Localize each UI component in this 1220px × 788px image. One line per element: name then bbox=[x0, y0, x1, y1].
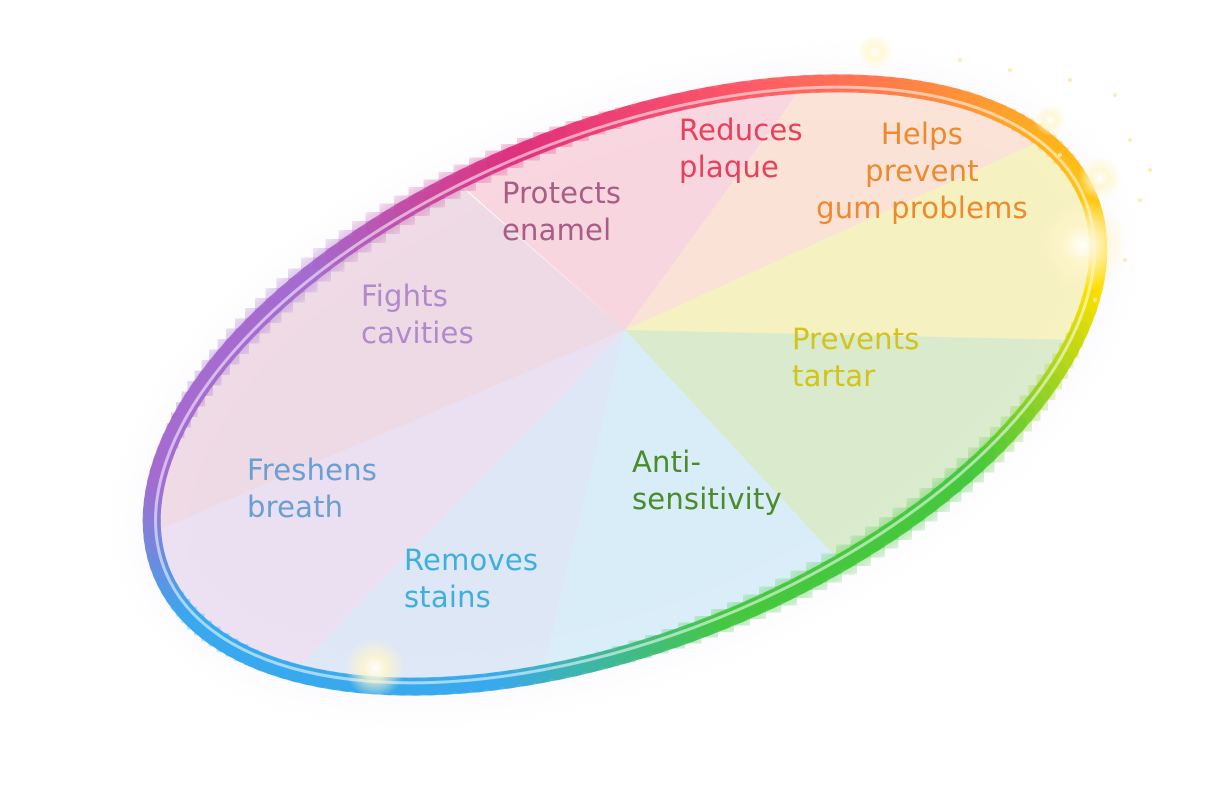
label-line: plaque bbox=[679, 150, 780, 184]
sparkle-dot bbox=[1068, 78, 1072, 82]
sparkle-dot bbox=[1058, 153, 1062, 157]
label-fights-cavities: Fights cavities bbox=[361, 278, 474, 352]
sparkle-dot bbox=[1008, 68, 1012, 72]
sparkle-dot bbox=[1148, 168, 1152, 172]
label-line: Reduces bbox=[679, 113, 803, 147]
label-line: Protects bbox=[502, 176, 622, 210]
label-anti-sensitivity: Anti- sensitivity bbox=[632, 444, 782, 518]
label-reduces-plaque: Reduces plaque bbox=[679, 112, 803, 186]
sparkle bbox=[345, 638, 405, 698]
label-line: sensitivity bbox=[632, 482, 782, 516]
sparkle-dot bbox=[1113, 93, 1117, 97]
segment-anti-sensitivity bbox=[625, 330, 1075, 563]
segment-freshens-breath bbox=[293, 330, 625, 687]
segment-fights-cavities bbox=[152, 330, 625, 673]
label-helps-prevent-gum-problems: Helps prevent gum problems bbox=[806, 116, 1038, 227]
label-line: enamel bbox=[502, 213, 612, 247]
segment-protects-enamel bbox=[151, 182, 625, 533]
sparkle bbox=[1078, 156, 1122, 200]
sparkle bbox=[1036, 199, 1128, 291]
label-line: Anti- bbox=[632, 445, 702, 479]
label-line: stains bbox=[404, 580, 491, 614]
sparkle bbox=[857, 34, 893, 70]
sparkle-dot bbox=[958, 58, 962, 62]
label-prevents-tartar: Prevents tartar bbox=[792, 321, 920, 395]
label-line: gum problems bbox=[816, 191, 1028, 225]
sparkle-dot bbox=[1128, 138, 1132, 142]
sparkle bbox=[1034, 104, 1066, 136]
label-line: Freshens bbox=[247, 453, 378, 487]
ring-arc bbox=[286, 265, 319, 296]
label-protects-enamel: Protects enamel bbox=[502, 175, 621, 249]
sparkle-highlights bbox=[345, 34, 1152, 698]
label-line: Removes bbox=[404, 543, 539, 577]
label-removes-stains: Removes stains bbox=[404, 542, 538, 616]
segment-prevents-tartar bbox=[625, 139, 1099, 340]
label-line: Prevents bbox=[792, 322, 920, 356]
sparkle-dot bbox=[1138, 198, 1142, 202]
label-line: Fights bbox=[361, 279, 449, 313]
label-line: Helps bbox=[880, 117, 964, 151]
sparkle-dot bbox=[1123, 258, 1127, 262]
label-line: prevent bbox=[865, 154, 979, 188]
sparkle-dot bbox=[1093, 298, 1097, 302]
segment-helps-prevent-gum-problems bbox=[625, 83, 1045, 331]
label-line: breath bbox=[247, 490, 344, 524]
label-line: tartar bbox=[792, 359, 876, 393]
label-freshens-breath: Freshens breath bbox=[247, 452, 377, 526]
label-line: cavities bbox=[361, 316, 474, 350]
